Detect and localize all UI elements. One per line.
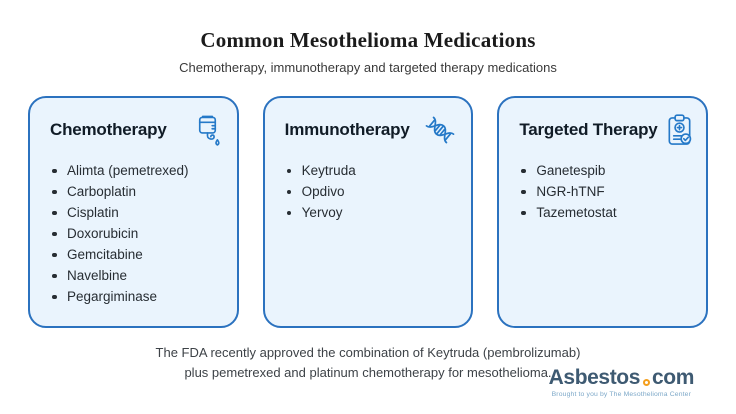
iv-drip-icon xyxy=(191,113,224,148)
medication-cards-row: Chemotherapy Alimta (pemetrexed)Carbopla… xyxy=(0,96,736,328)
list-item: Tazemetostat xyxy=(519,202,693,223)
asbestos-com-logo: Asbestos com Brought to you by The Mesot… xyxy=(548,366,695,399)
card-title-immunotherapy: Immunotherapy xyxy=(284,120,410,139)
list-item: Opdivo xyxy=(285,181,459,202)
list-item: Alimta (pemetrexed) xyxy=(50,160,224,181)
card-chemotherapy-header: Chemotherapy xyxy=(50,111,224,149)
fda-approval-note-line2: plus pemetrexed and platinum chemotherap… xyxy=(184,365,552,380)
logo-tagline: Brought to you by The Mesothelioma Cente… xyxy=(551,391,692,398)
list-item: Yervoy xyxy=(285,202,459,223)
clipboard-medical-icon xyxy=(664,113,695,148)
fda-approval-note: The FDA recently approved the combinatio… xyxy=(0,343,736,383)
list-item: Cisplatin xyxy=(50,202,224,223)
logo-brand-text: Asbestos xyxy=(548,366,641,389)
list-item: Carboplatin xyxy=(50,181,224,202)
card-targeted-therapy-header: Targeted Therapy xyxy=(519,111,693,149)
list-item: Doxorubicin xyxy=(50,223,224,244)
page-subtitle: Chemotherapy, immunotherapy and targeted… xyxy=(179,60,557,75)
list-item: NGR-hTNF xyxy=(519,181,693,202)
fda-approval-note-line1: The FDA recently approved the combinatio… xyxy=(155,345,581,360)
card-title-targeted-therapy: Targeted Therapy xyxy=(519,120,658,139)
card-immunotherapy: Immunotherapy Ke xyxy=(262,96,474,328)
list-item: Gemcitabine xyxy=(50,244,224,265)
card-chemotherapy: Chemotherapy Alimta (pemetrexed)Carbopla… xyxy=(28,96,239,328)
list-item: Pegargiminase xyxy=(50,286,224,307)
logo-suffix-text: com xyxy=(652,366,694,389)
page-title: Common Mesothelioma Medications xyxy=(200,28,536,52)
list-item: Keytruda xyxy=(285,160,459,181)
logo-orange-dot-icon xyxy=(643,379,651,386)
dna-icon xyxy=(422,112,458,148)
card-immunotherapy-header: Immunotherapy xyxy=(285,111,459,149)
card-title-chemotherapy: Chemotherapy xyxy=(50,120,167,139)
asbestos-com-wordmark: Asbestos com xyxy=(548,366,695,389)
list-item: Navelbine xyxy=(50,265,224,286)
list-item: Ganetespib xyxy=(519,160,693,181)
